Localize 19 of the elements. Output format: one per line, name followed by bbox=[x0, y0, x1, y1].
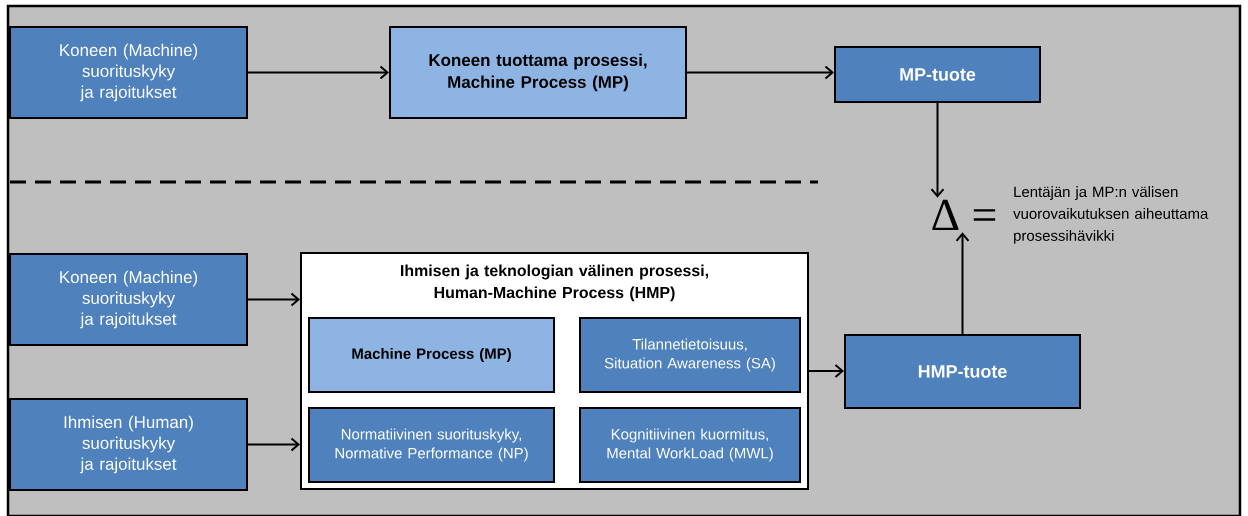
delta-symbol: Δ = bbox=[932, 199, 996, 231]
arrow bbox=[686, 65, 834, 80]
output-box: HMP-tuote bbox=[844, 334, 1081, 409]
output-box: MP-tuote bbox=[834, 46, 1041, 103]
arrow bbox=[247, 65, 389, 80]
arrow bbox=[247, 292, 300, 307]
process-box: Ihmisen (Human) suorituskyky ja rajoitukset bbox=[9, 398, 248, 491]
arrow bbox=[247, 437, 300, 452]
process-box: Normatiivinen suorituskyky, Normative Performance (NP) bbox=[308, 407, 555, 483]
process-box: Kognitiivinen kuormitus, Mental WorkLoad (MWL) bbox=[579, 407, 801, 483]
process-box: Koneen (Machine) suorituskyky ja rajoitukset bbox=[9, 253, 248, 346]
arrow bbox=[808, 364, 844, 378]
process-box: Machine Process (MP) bbox=[308, 317, 555, 393]
arrow bbox=[930, 102, 945, 198]
arrow bbox=[955, 232, 970, 335]
annotation-text: Lentäjän ja MP:n välisen vuorovaikutuksen aiheuttama prosessihävikki bbox=[1013, 186, 1209, 244]
process-box: Tilannetietoisuus, Situation Awareness (SA) bbox=[579, 317, 801, 393]
process-box: Koneen (Machine) suorituskyky ja rajoitukset bbox=[9, 26, 248, 119]
process-box: Koneen tuottama prosessi, Machine Process (MP) bbox=[389, 26, 687, 119]
